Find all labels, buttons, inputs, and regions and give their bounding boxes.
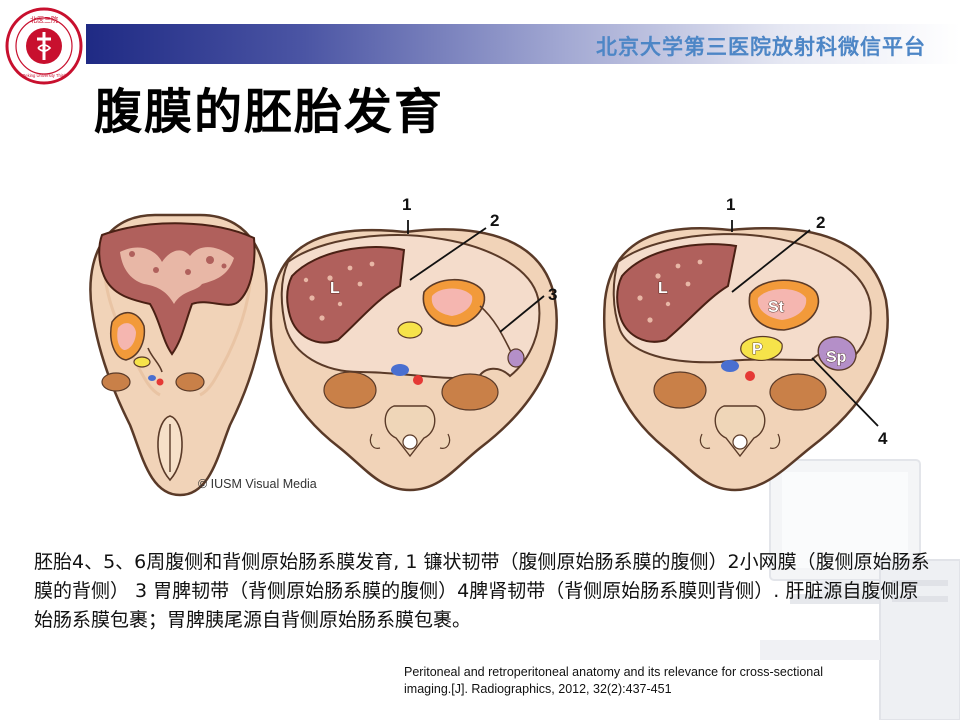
label-3-middle: 3 [548, 285, 557, 304]
slide-title: 腹膜的胚胎发育 [94, 84, 445, 140]
label-4-right: 4 [878, 429, 888, 448]
liver-label-right: L [658, 280, 668, 297]
pancreas-label: P [752, 341, 763, 358]
reference-citation: Peritoneal and retroperitoneal anatomy a… [404, 665, 823, 696]
liver-label: L [330, 280, 340, 297]
stomach-label: St [768, 299, 785, 316]
caption-text: 胚胎4、5、6周腹侧和背侧原始肠系膜发育, 1 镰状韧带（腹侧原始肠系膜的腹侧）… [34, 551, 930, 631]
copyright-text: © IUSM Visual Media [198, 477, 317, 491]
label-2-right: 2 [816, 213, 825, 232]
label-1-right: 1 [726, 195, 735, 214]
spleen-label: Sp [826, 349, 847, 366]
peritoneum-development-diagram: © IUSM Visual Media L [89, 195, 889, 497]
computer-background-icon [760, 459, 960, 720]
cross-section-right: L St Sp P 1 2 4 [603, 195, 889, 492]
cross-section-middle: L 1 2 3 [269, 195, 558, 492]
platform-name: 北京大学第三医院放射科微信平台 [596, 35, 926, 59]
embryo-section-left [89, 213, 268, 497]
label-2-middle: 2 [490, 211, 499, 230]
header-band [86, 24, 960, 64]
label-1-middle: 1 [402, 195, 411, 214]
svg-text:Peking University Third: Peking University Third [23, 73, 67, 78]
hospital-logo-icon: 北医三院 Peking University Third [5, 7, 83, 85]
svg-text:北医三院: 北医三院 [30, 15, 58, 24]
